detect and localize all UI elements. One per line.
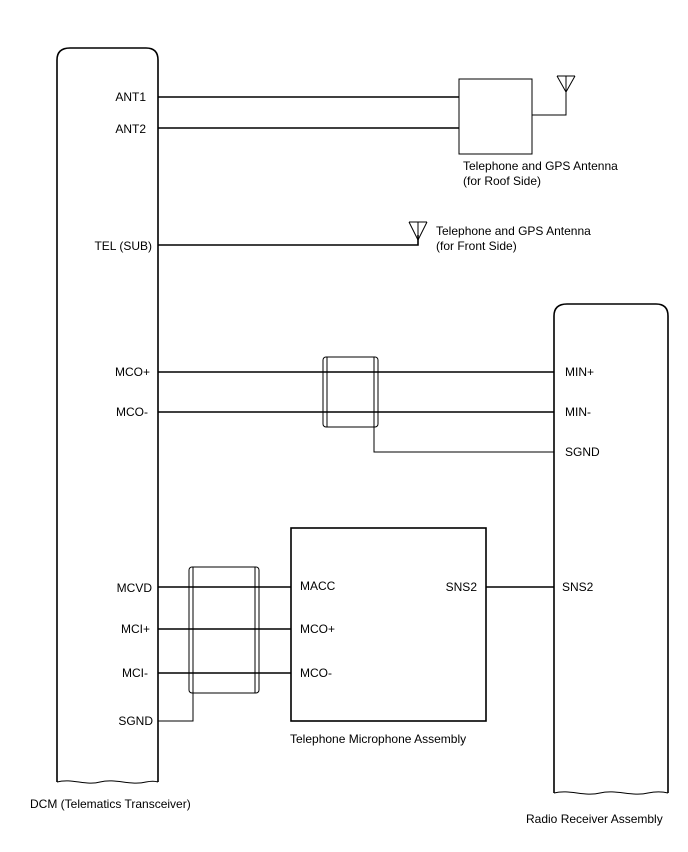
dcm-pin-mci-plus: MCI+ [121,622,150,636]
mic-pin-sns2: SNS2 [446,580,478,594]
front-antenna-caption-line1: Telephone and GPS Antenna [436,224,591,238]
mic-pin-mco-plus: MCO+ [300,622,335,636]
radio-caption: Radio Receiver Assembly [526,812,663,826]
dcm-pin-mco-plus: MCO+ [115,365,150,379]
tel-sub-wire [158,235,419,246]
dcm-pin-mci-minus: MCI- [122,666,148,680]
roof-antenna-caption-line1: Telephone and GPS Antenna [463,159,618,173]
dcm-pin-ant2: ANT2 [115,122,146,136]
mic-pin-macc: MACC [300,579,336,593]
roof-antenna-box [458,78,533,155]
radio-pin-sgnd: SGND [565,445,600,459]
dcm-pin-mco-minus: MCO- [116,405,148,419]
dcm-pin-mcvd: MCVD [117,581,153,595]
mic-caption: Telephone Microphone Assembly [290,732,466,746]
radio-pin-min-plus: MIN+ [565,365,594,379]
roof-antenna-caption-line2: (for Roof Side) [463,174,541,188]
shield-lower-ground-wire [158,693,194,722]
dcm-caption: DCM (Telematics Transceiver) [30,797,191,811]
shield-upper-ground-wire [373,427,554,453]
radio-receiver-break-line [553,791,669,795]
radio-pin-sns2: SNS2 [562,580,594,594]
front-antenna-icon [408,221,428,241]
radio-pin-min-minus: MIN- [565,405,591,419]
shield-upper [322,356,379,428]
roof-antenna-feed [532,88,567,116]
dcm-pin-ant1: ANT1 [115,90,146,104]
mic-pin-mco-minus: MCO- [300,666,332,680]
dcm-pin-tel-sub: TEL (SUB) [94,239,152,253]
dcm-body [56,47,159,782]
microphone-assembly-box [290,527,487,722]
dcm-break-line [56,780,159,784]
roof-antenna-icon [556,75,576,93]
shield-lower [188,566,260,694]
radio-receiver-body [553,303,669,793]
dcm-pin-sgnd: SGND [118,714,153,728]
front-antenna-caption-line2: (for Front Side) [436,239,517,253]
